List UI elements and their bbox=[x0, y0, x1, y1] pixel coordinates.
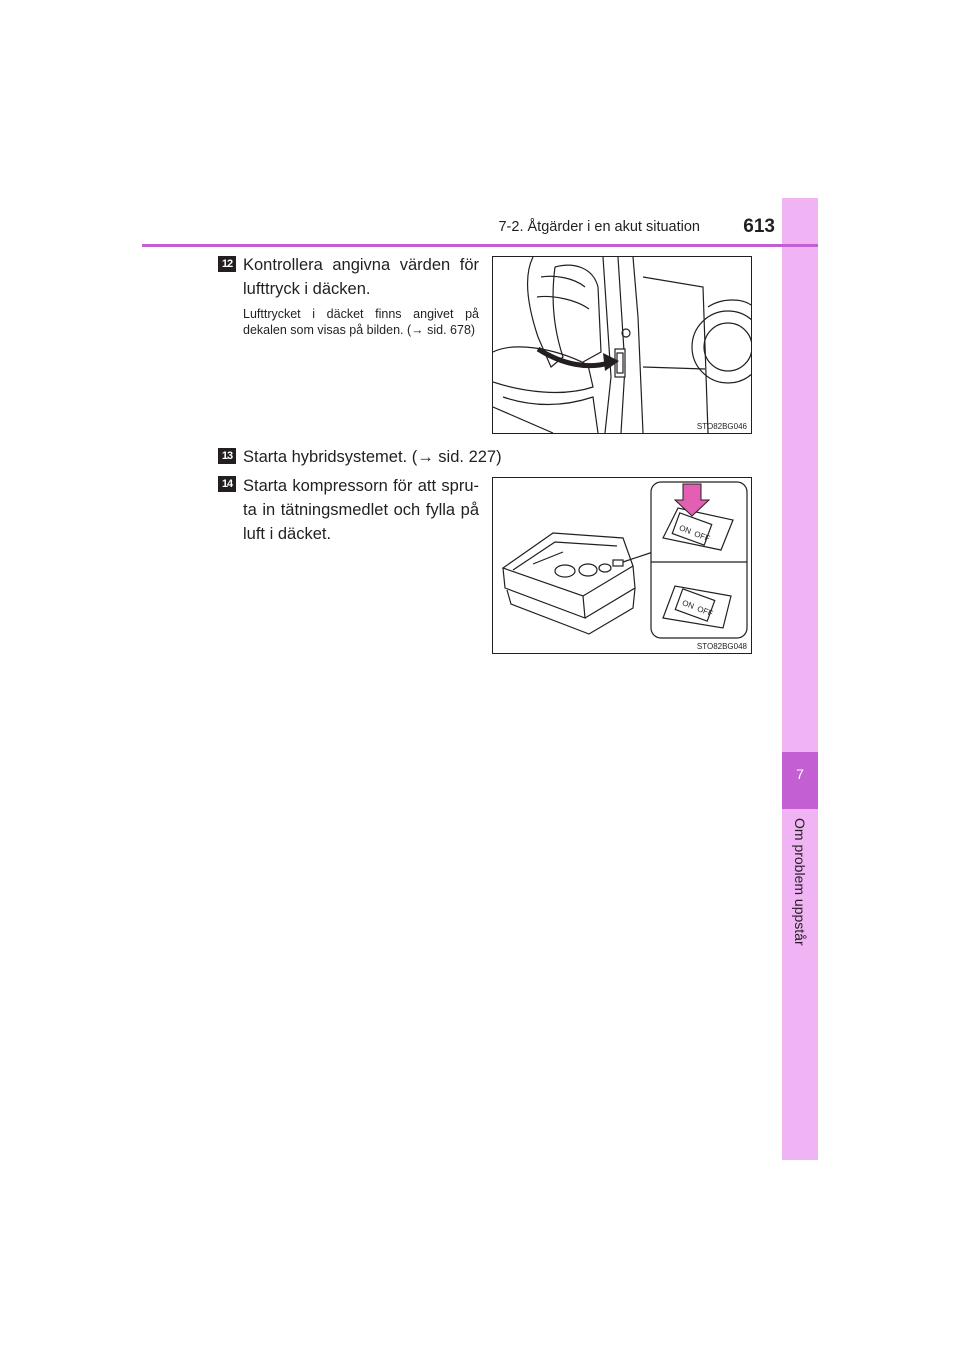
compressor-illustration: ON OFF ON OFF bbox=[501, 481, 748, 639]
switch-on-label-bottom: ON bbox=[681, 598, 696, 611]
chapter-number-tab bbox=[782, 752, 818, 809]
step-number-14: 14 bbox=[218, 476, 236, 492]
step-12-subtext: Lufttrycket i däcket finns angivet på de… bbox=[243, 307, 479, 337]
step-13-text: Starta hybridsystemet. (→ sid. 227) bbox=[243, 448, 502, 466]
section-header: 7-2. Åtgärder i en akut situation bbox=[498, 219, 700, 235]
switch-on-label-top: ON bbox=[678, 523, 693, 536]
figure-compressor-switch: ON OFF ON OFF STO82BG048 bbox=[492, 477, 752, 654]
page-number: 613 bbox=[743, 216, 775, 237]
figure-code: STO82BG048 bbox=[696, 642, 747, 651]
chapter-side-tab bbox=[782, 198, 818, 1160]
step-14-text: Starta kompressorn för att spru-ta in tä… bbox=[243, 477, 479, 543]
figure-door-label: STO82BG046 bbox=[492, 256, 752, 434]
step-12-text: Kontrollera angivna värden för lufttryck… bbox=[243, 256, 479, 298]
chapter-title: Om problem uppstår bbox=[792, 818, 808, 946]
step-number-13: 13 bbox=[218, 448, 236, 464]
step-number-12: 12 bbox=[218, 256, 236, 272]
figure-code: STO82BG046 bbox=[696, 422, 747, 431]
chapter-number: 7 bbox=[796, 766, 804, 782]
car-door-illustration bbox=[493, 257, 751, 433]
header-divider bbox=[142, 244, 818, 247]
